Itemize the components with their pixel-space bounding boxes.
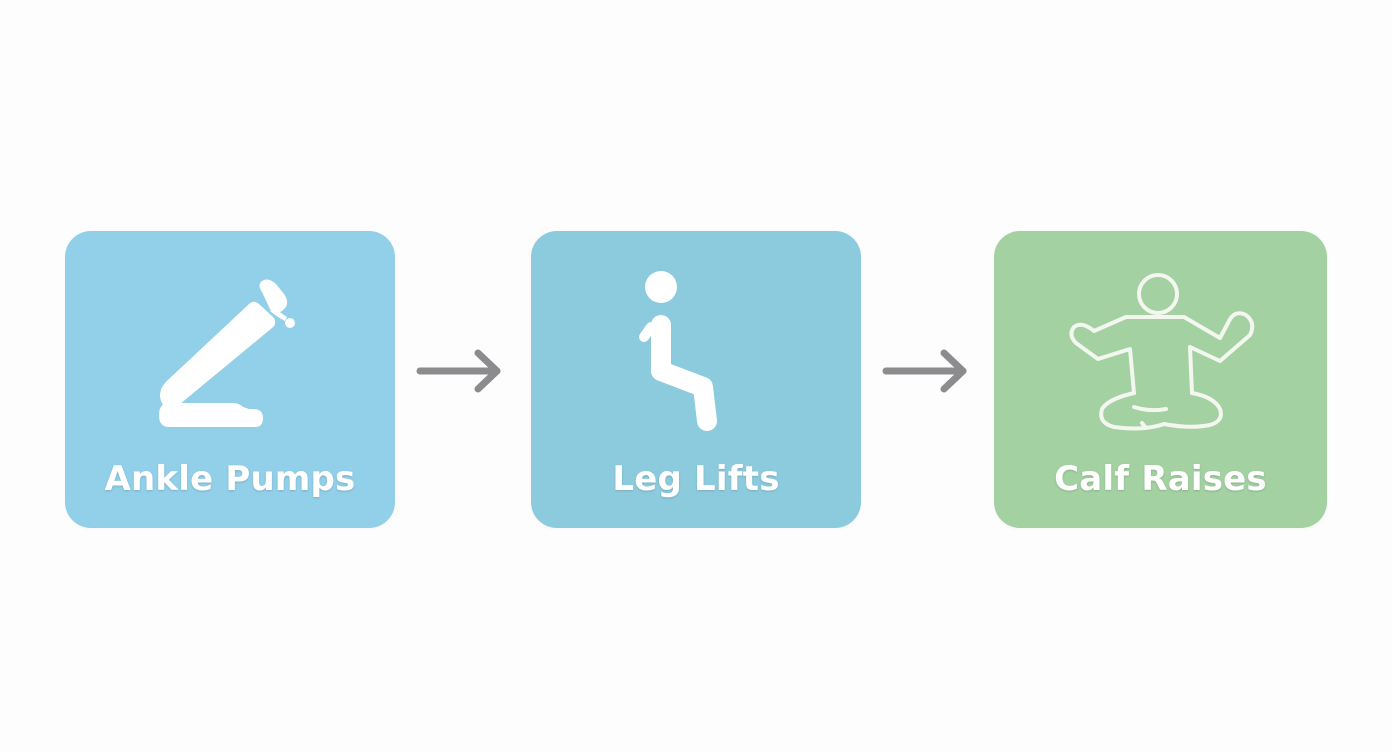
step-label: Calf Raises: [1054, 459, 1267, 499]
meditating-person-icon: [1069, 273, 1255, 431]
arrow-right-icon: [416, 349, 501, 393]
step-calf-raises: Calf Raises: [994, 231, 1327, 528]
step-label: Ankle Pumps: [104, 459, 356, 499]
ankle-pump-icon: [159, 279, 295, 427]
step-leg-lifts: Leg Lifts: [531, 231, 861, 528]
step-ankle-pumps: Ankle Pumps: [65, 231, 395, 528]
arrow-right-icon: [882, 349, 967, 393]
step-label: Leg Lifts: [612, 459, 780, 499]
seated-person-icon: [639, 271, 717, 431]
